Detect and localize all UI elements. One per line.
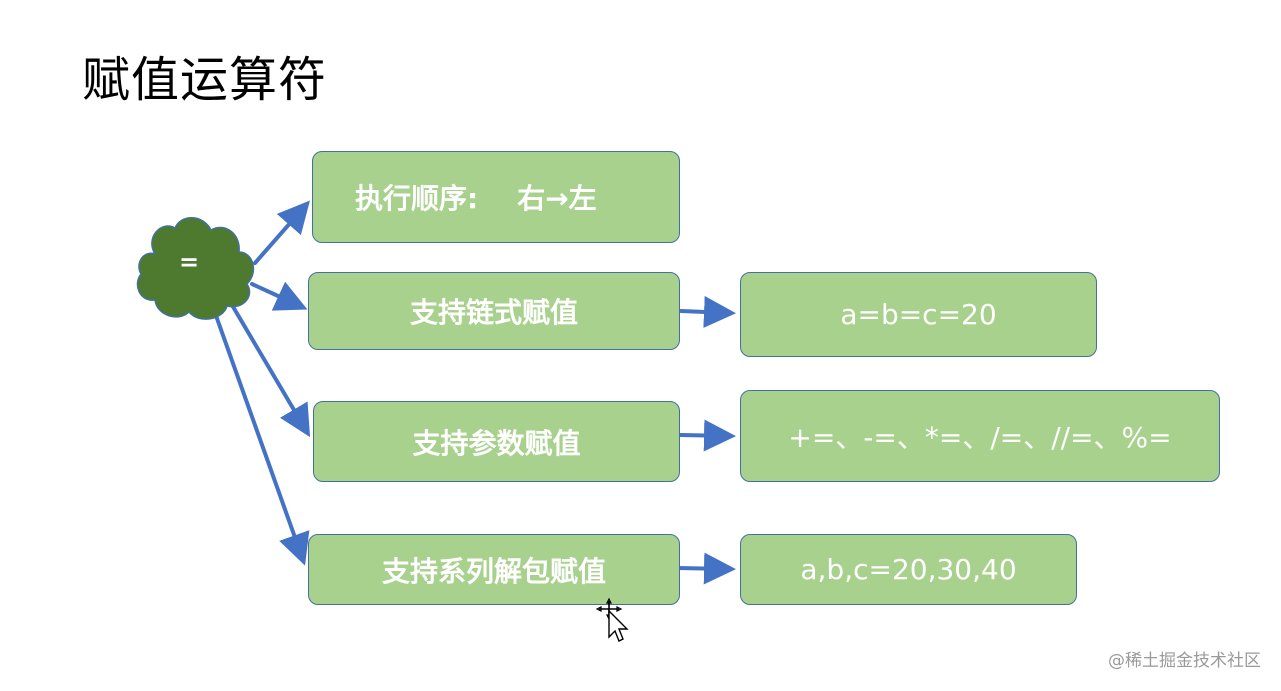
box-chain-example: a=b=c=20 xyxy=(740,272,1097,357)
mouse-cursor-icon xyxy=(595,597,629,642)
arrow-to-param xyxy=(230,303,311,438)
cloud-label: = xyxy=(178,248,200,276)
cloud-shape xyxy=(136,217,255,320)
watermark: @稀土掘金技术社区 xyxy=(1108,651,1261,671)
slide-title: 赋值运算符 xyxy=(82,52,328,108)
arrow-param-to-example xyxy=(679,419,736,452)
arrow-to-order xyxy=(253,200,310,265)
box-param-example: +=、-=、*=、/=、//=、%= xyxy=(740,390,1220,482)
arrow-unpack-to-example xyxy=(675,552,736,585)
box-execution-order: 执行顺序: 右→左 xyxy=(312,151,680,243)
arrow-to-chain xyxy=(250,281,308,311)
box-chain-assignment: 支持链式赋值 xyxy=(308,272,680,350)
box-param-assignment: 支持参数赋值 xyxy=(313,401,680,482)
box-unpack-assignment: 支持系列解包赋值 xyxy=(308,534,680,605)
box-unpack-example: a,b,c=20,30,40 xyxy=(740,534,1077,605)
assignment-cloud-node: = xyxy=(133,208,259,324)
arrow-chain-to-example xyxy=(679,295,736,328)
arrow-to-unpack xyxy=(212,308,310,566)
